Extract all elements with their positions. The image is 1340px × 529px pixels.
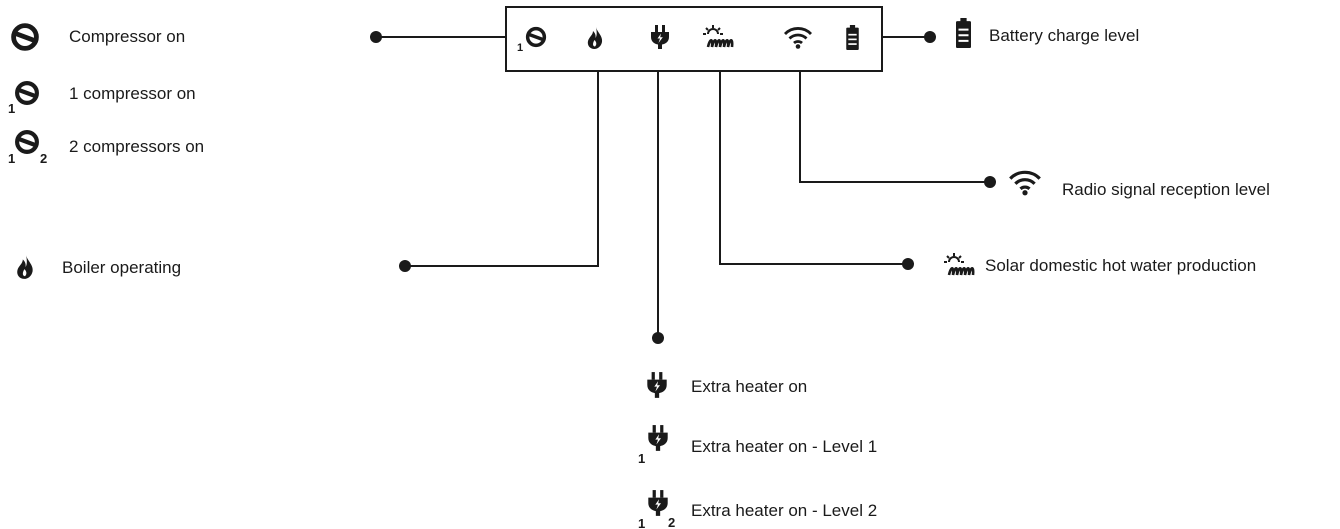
two-compressors-on-label: 2 compressors on — [69, 137, 205, 156]
battery-dot — [924, 31, 936, 43]
svg-text:2: 2 — [668, 515, 675, 529]
one-compressor-on-label: 1 compressor on — [69, 84, 196, 103]
compressor-icon — [14, 26, 37, 49]
svg-text:1: 1 — [8, 101, 15, 116]
radio-wifi-icon — [1008, 170, 1042, 196]
panel-flame-icon — [587, 27, 603, 49]
panel-compressor-icon: 1 — [517, 26, 547, 54]
extra-heater-plug-icon — [647, 372, 667, 398]
boiler-dot — [399, 260, 411, 272]
panel-plug-icon — [651, 25, 669, 49]
boiler-connector — [405, 71, 599, 267]
battery-icon — [956, 18, 971, 48]
panel-solar-icon — [703, 24, 734, 49]
solar-dhw-label: Solar domestic hot water production — [985, 256, 1257, 275]
panel-compressor-sub: 1 — [517, 42, 523, 54]
extra-heater-level1-label: Extra heater on - Level 1 — [691, 437, 878, 456]
panel-battery-icon — [846, 25, 859, 50]
battery-charge-label: Battery charge level — [989, 26, 1140, 45]
compressor-dot — [370, 31, 382, 43]
panel-wifi-icon — [783, 27, 813, 49]
svg-text:1: 1 — [638, 451, 645, 466]
radio-dot — [984, 176, 996, 188]
extra-heater-level2-icon: 1 2 — [638, 490, 675, 529]
svg-text:1: 1 — [8, 151, 15, 166]
radio-connector — [799, 71, 990, 183]
solar-icon — [943, 252, 975, 277]
solar-dot — [902, 258, 914, 270]
extra-heater-level1-icon: 1 — [638, 425, 668, 466]
solar-connector — [719, 71, 908, 265]
one-compressor-icon: 1 — [8, 83, 37, 116]
extra-heater-on-label: Extra heater on — [691, 377, 808, 396]
display-panel — [505, 6, 883, 72]
radio-signal-label: Radio signal reception level — [1062, 180, 1270, 199]
compressor-on-label: Compressor on — [69, 27, 186, 46]
boiler-flame-icon — [17, 255, 33, 279]
extra-heater-dot — [652, 332, 664, 344]
boiler-operating-label: Boiler operating — [62, 258, 182, 277]
svg-text:1: 1 — [638, 516, 645, 529]
svg-text:2: 2 — [40, 151, 47, 166]
two-compressors-icon: 1 2 — [8, 132, 47, 166]
extra-heater-level2-label: Extra heater on - Level 2 — [691, 501, 878, 520]
